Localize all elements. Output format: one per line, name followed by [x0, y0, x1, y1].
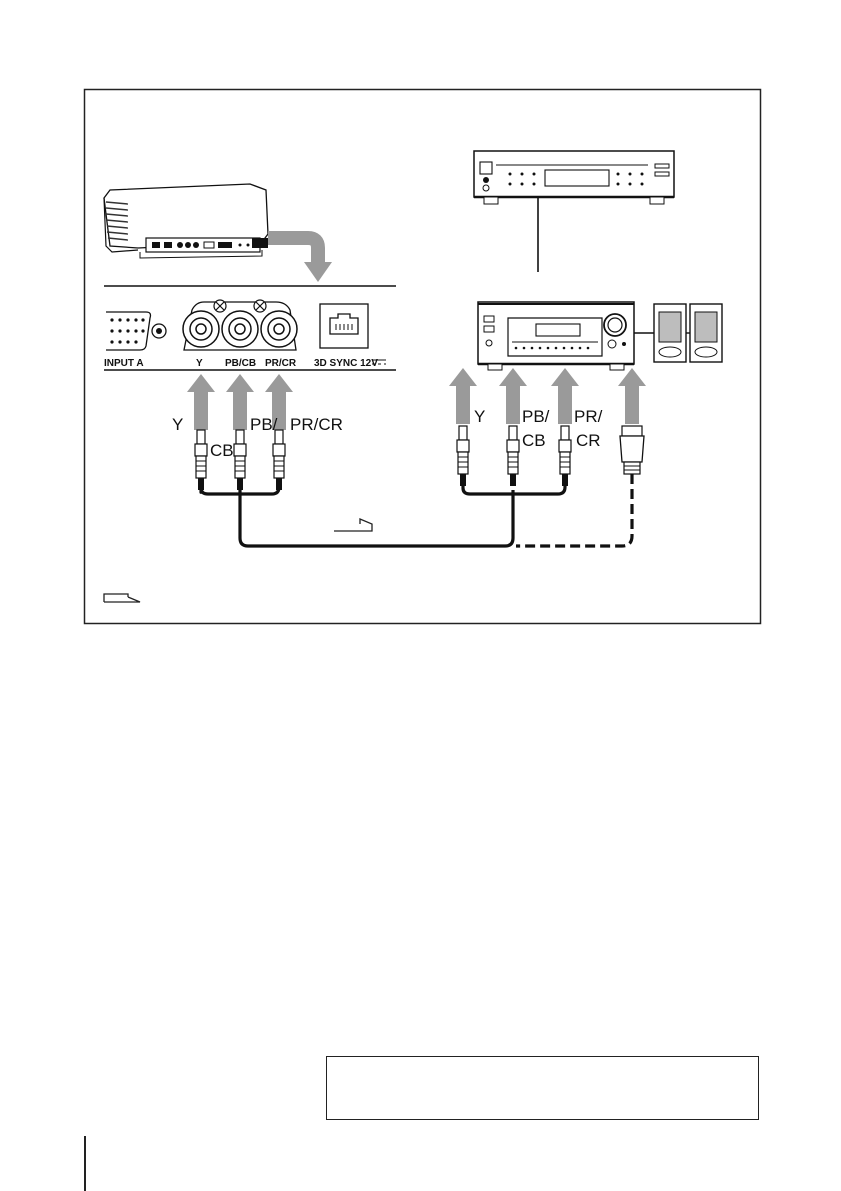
left-pb-label: PB/ — [250, 415, 278, 434]
right-pb-label: PB/ — [522, 407, 550, 426]
left-pr-label: PR/CR — [290, 415, 343, 434]
pr-cr-socket-label: PR/CR — [265, 358, 297, 369]
left-cb-label: CB — [210, 441, 234, 460]
right-cr-label: CR — [576, 431, 601, 450]
left-y-label: Y — [172, 415, 183, 434]
pb-cb-socket-label: PB/CB — [225, 358, 256, 369]
y-socket-label: Y — [196, 358, 203, 369]
disc-player-illustration — [474, 151, 674, 204]
av-receiver-illustration — [478, 302, 634, 370]
right-pr-label: PR/ — [574, 407, 603, 426]
page-margin-rule — [84, 1136, 86, 1191]
input-a-label: INPUT A — [104, 358, 144, 369]
right-cb-label: CB — [522, 431, 546, 450]
projector-illustration — [104, 184, 268, 258]
right-y-label: Y — [474, 407, 485, 426]
sync-port-label: 3D SYNC 12V — [314, 358, 378, 369]
note-box — [326, 1056, 759, 1120]
